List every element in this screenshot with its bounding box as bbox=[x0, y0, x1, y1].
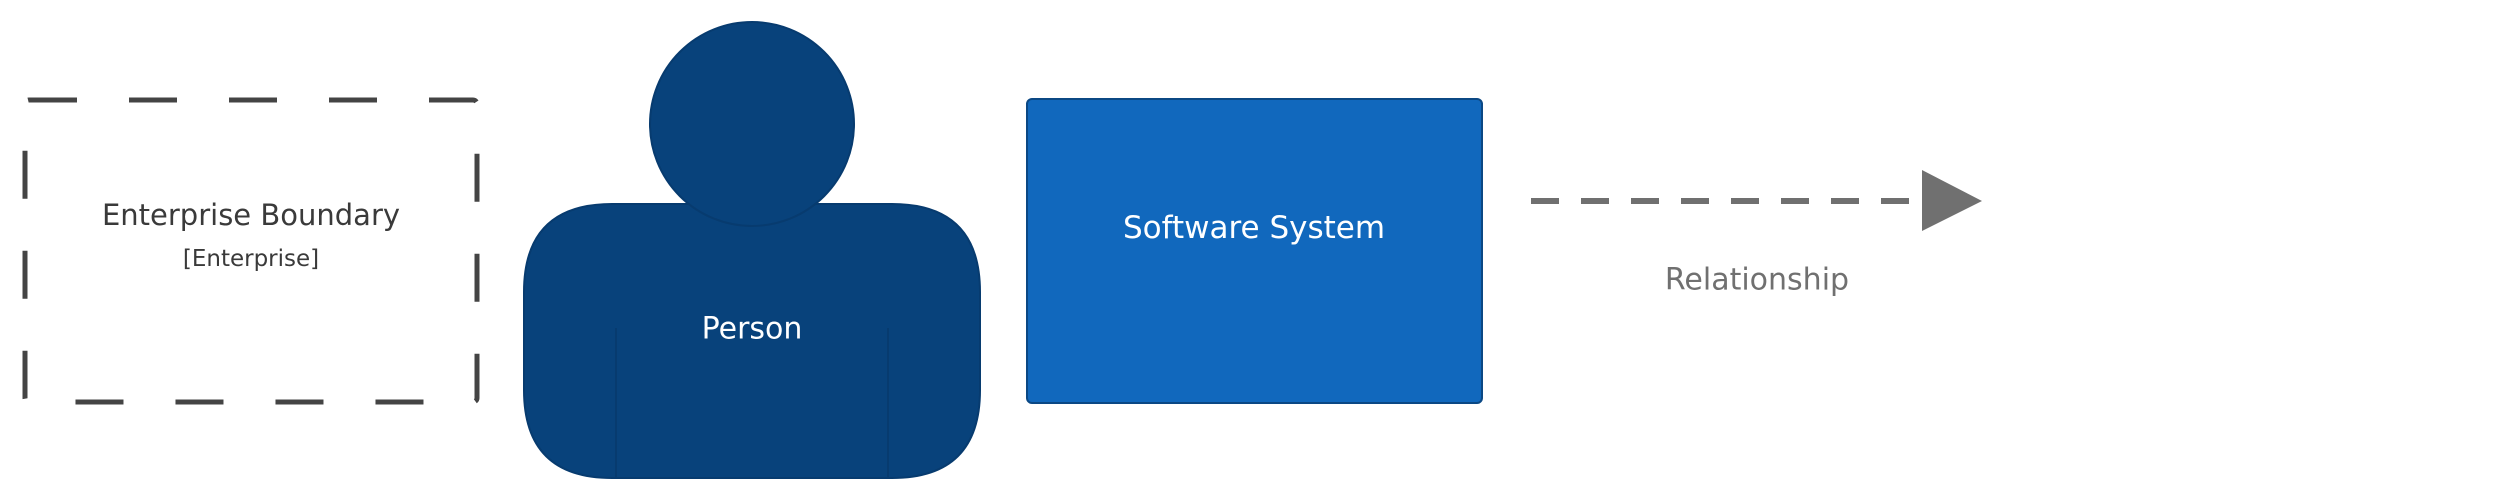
enterprise-boundary-box bbox=[22, 97, 480, 405]
relationship-label: Relationship bbox=[1664, 262, 1850, 298]
person-name-label: Person bbox=[701, 311, 803, 347]
boundary-name-label: Enterprise Boundary bbox=[101, 198, 401, 232]
arrowhead-icon bbox=[1922, 170, 1982, 231]
person-body bbox=[523, 203, 981, 479]
boundary-type-label: [Enterprise] bbox=[182, 246, 320, 272]
software-system-box bbox=[1026, 98, 1483, 404]
person-shape bbox=[523, 21, 981, 479]
relationship-arrow bbox=[1531, 170, 1982, 231]
person-head bbox=[649, 21, 855, 227]
software-system-name-label: Software System bbox=[1122, 210, 1386, 246]
